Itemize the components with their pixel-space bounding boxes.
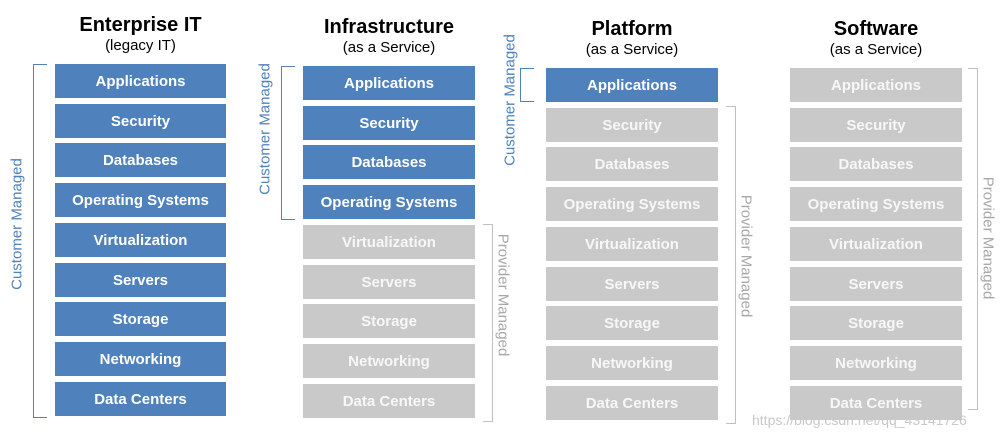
layer-servers: Servers bbox=[790, 267, 962, 301]
layer-applications: Applications bbox=[790, 68, 962, 102]
layer-databases: Databases bbox=[303, 145, 475, 179]
layer-virtualization: Virtualization bbox=[303, 225, 475, 259]
column-subtitle: (as a Service) bbox=[342, 39, 436, 56]
layer-servers: Servers bbox=[546, 267, 718, 301]
layer-databases: Databases bbox=[790, 147, 962, 181]
layer-virtualization: Virtualization bbox=[790, 227, 962, 261]
layer-operating-systems: Operating Systems bbox=[55, 183, 226, 217]
layer-data-centers: Data Centers bbox=[546, 386, 718, 420]
provider-managed-bracket bbox=[726, 106, 736, 424]
provider-managed-bracket bbox=[968, 68, 978, 410]
layer-operating-systems: Operating Systems bbox=[546, 187, 718, 221]
customer-managed-bracket bbox=[520, 68, 534, 102]
column-infrastructure: Infrastructure (as a Service) Applicatio… bbox=[257, 0, 512, 439]
column-title: Software bbox=[833, 18, 919, 40]
layer-data-centers: Data Centers bbox=[790, 386, 962, 420]
layer-networking: Networking bbox=[303, 344, 475, 378]
provider-managed-label: Provider Managed bbox=[494, 233, 512, 357]
column-subtitle: (legacy IT) bbox=[105, 37, 176, 54]
layer-applications: Applications bbox=[303, 66, 475, 100]
layer-servers: Servers bbox=[55, 263, 226, 297]
layer-databases: Databases bbox=[546, 147, 718, 181]
customer-managed-label: Customer Managed bbox=[256, 63, 274, 195]
customer-managed-bracket bbox=[281, 66, 295, 220]
layer-storage: Storage bbox=[303, 304, 475, 338]
column-platform: Platform (as a Service) Applications Sec… bbox=[502, 0, 755, 439]
layer-data-centers: Data Centers bbox=[55, 382, 226, 416]
layer-security: Security bbox=[303, 106, 475, 140]
customer-managed-label: Customer Managed bbox=[8, 158, 26, 290]
column-title: Infrastructure bbox=[323, 16, 455, 38]
layer-applications: Applications bbox=[55, 64, 226, 98]
layer-databases: Databases bbox=[55, 143, 226, 177]
layer-operating-systems: Operating Systems bbox=[303, 185, 475, 219]
column-subtitle: (as a Service) bbox=[585, 41, 679, 58]
layer-servers: Servers bbox=[303, 265, 475, 299]
layer-security: Security bbox=[546, 108, 718, 142]
provider-managed-label: Provider Managed bbox=[737, 194, 755, 318]
layer-storage: Storage bbox=[546, 306, 718, 340]
layer-storage: Storage bbox=[790, 306, 962, 340]
layer-networking: Networking bbox=[55, 342, 226, 376]
column-enterprise-it: Enterprise IT (legacy IT) Applications S… bbox=[9, 0, 226, 439]
layer-networking: Networking bbox=[790, 346, 962, 380]
watermark-url: https://blog.csdn.net/qq_43141726 bbox=[752, 412, 967, 428]
layer-networking: Networking bbox=[546, 346, 718, 380]
layer-applications: Applications bbox=[546, 68, 718, 102]
provider-managed-label: Provider Managed bbox=[979, 176, 997, 300]
layer-security: Security bbox=[790, 108, 962, 142]
layer-security: Security bbox=[55, 104, 226, 138]
layer-storage: Storage bbox=[55, 302, 226, 336]
customer-managed-label: Customer Managed bbox=[501, 34, 519, 166]
layer-virtualization: Virtualization bbox=[546, 227, 718, 261]
customer-managed-bracket bbox=[33, 64, 47, 418]
column-title: Platform bbox=[591, 18, 673, 40]
layer-operating-systems: Operating Systems bbox=[790, 187, 962, 221]
provider-managed-bracket bbox=[483, 224, 493, 422]
column-title: Enterprise IT bbox=[79, 14, 202, 36]
layer-data-centers: Data Centers bbox=[303, 384, 475, 418]
layer-virtualization: Virtualization bbox=[55, 223, 226, 257]
column-subtitle: (as a Service) bbox=[829, 41, 923, 58]
column-software: Software (as a Service) Applications Sec… bbox=[790, 0, 997, 439]
